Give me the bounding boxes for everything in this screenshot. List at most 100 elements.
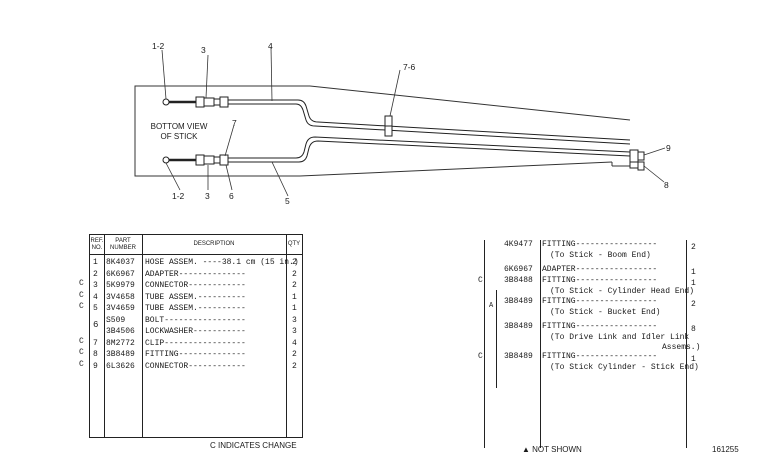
cell-qty: 2 bbox=[292, 350, 297, 359]
cell-part-number: 8M2772 bbox=[106, 338, 135, 348]
parts-table-left: REF. NO. PART NUMBER DESCRIPTION QTY 1 8K… bbox=[89, 234, 303, 438]
cell-description: CONNECTOR------------ bbox=[145, 361, 246, 371]
cell-part-number: 3B8489 bbox=[504, 322, 533, 331]
cell-qty: 1 bbox=[292, 304, 297, 313]
cell-ref: 3 bbox=[93, 281, 98, 290]
hydraulic-lines-diagram bbox=[134, 46, 666, 197]
table-row: 3B4506 LOCKWASHER----------- 3 bbox=[90, 326, 302, 337]
not-shown-mark: A bbox=[489, 302, 494, 310]
upper-hose-assembly bbox=[162, 96, 229, 108]
cell-qty: 4 bbox=[292, 338, 297, 348]
cell-description: FITTING----------------- bbox=[542, 240, 658, 249]
header-qty: QTY bbox=[286, 235, 302, 255]
cell-qty: 2 bbox=[292, 361, 297, 371]
change-mark: C bbox=[79, 279, 84, 288]
cell-qty: 2 bbox=[292, 281, 297, 290]
cell-description: LOCKWASHER----------- bbox=[145, 327, 246, 336]
callout-7: 7 bbox=[232, 118, 237, 128]
change-mark: C bbox=[79, 336, 84, 346]
view-label: BOTTOM VIEW OF STICK bbox=[146, 122, 212, 142]
cell-description: TUBE ASSEM.---------- bbox=[145, 304, 246, 313]
cell-description-note: (To Stick - Boom End) bbox=[550, 251, 651, 260]
view-label-line1: BOTTOM VIEW bbox=[150, 122, 208, 131]
cell-description-note: (To Stick - Cylinder Head End) bbox=[550, 287, 695, 296]
cell-description: CONNECTOR------------ bbox=[145, 281, 246, 290]
callout-5: 5 bbox=[285, 196, 290, 206]
stick-outline bbox=[134, 85, 632, 177]
cell-part-number: 3B8488 bbox=[504, 276, 533, 285]
header-part-number: PART NUMBER bbox=[104, 235, 142, 255]
cell-description: ADAPTER-------------- bbox=[145, 269, 246, 279]
cell-part-number: 6K6967 bbox=[504, 265, 533, 274]
table-row: 3 5K9979 CONNECTOR------------ 2 bbox=[90, 280, 302, 291]
cell-description-note: (To Stick Cylinder - Stick End) bbox=[550, 363, 699, 372]
column-divider bbox=[540, 240, 541, 448]
cell-description: HOSE ASSEM. ----38.1 cm (15 in.) bbox=[145, 258, 299, 267]
cell-part-number: 5K9979 bbox=[106, 281, 135, 290]
cell-description: CLIP----------------- bbox=[145, 338, 246, 348]
column-divider bbox=[484, 240, 485, 448]
cell-part-number: S509 bbox=[106, 315, 126, 325]
cell-description: FITTING----------------- bbox=[542, 276, 658, 285]
change-mark: C bbox=[79, 348, 84, 357]
cell-description: ADAPTER----------------- bbox=[542, 265, 658, 274]
cell-description: FITTING-------------- bbox=[145, 350, 246, 359]
end-fittings bbox=[629, 149, 645, 171]
cell-ref: 7 bbox=[93, 338, 98, 348]
cell-part-number: 6L3626 bbox=[106, 361, 135, 371]
cell-qty: 8 bbox=[691, 325, 696, 334]
cell-description: BOLT----------------- bbox=[145, 315, 246, 325]
cell-part-number: 3B4506 bbox=[106, 327, 135, 336]
cell-part-number: 3B8489 bbox=[504, 352, 533, 361]
tube-assembly-upper bbox=[228, 99, 631, 145]
cell-qty: 2 bbox=[292, 258, 297, 267]
callout-4: 4 bbox=[268, 41, 273, 51]
cell-part-number: 3V4658 bbox=[106, 292, 135, 302]
change-mark: C bbox=[79, 290, 84, 300]
ref-6: 6 bbox=[93, 320, 99, 330]
cell-description: FITTING----------------- bbox=[542, 352, 658, 361]
cell-part-number: 6K6967 bbox=[106, 269, 135, 279]
cell-ref: 1 bbox=[93, 258, 98, 267]
table-row: 1 8K4037 HOSE ASSEM. ----38.1 cm (15 in.)2 bbox=[90, 257, 302, 268]
cell-qty: 2 bbox=[292, 269, 297, 279]
cell-part-number: 8K4037 bbox=[106, 258, 135, 267]
change-mark: C bbox=[79, 302, 84, 311]
callout-3-top: 3 bbox=[201, 45, 206, 55]
cell-ref: 8 bbox=[93, 350, 98, 359]
callout-1-2-bottom: 1-2 bbox=[172, 191, 185, 201]
figure-number: 161255 bbox=[712, 445, 739, 454]
cell-ref: 5 bbox=[93, 304, 98, 313]
table-row: 7 8M2772 CLIP----------------- 4 bbox=[90, 338, 302, 349]
cell-qty: 1 bbox=[691, 355, 696, 364]
cell-description-note: (To Stick - Bucket End) bbox=[550, 308, 661, 317]
view-label-line2: OF STICK bbox=[160, 132, 198, 141]
callout-6: 6 bbox=[229, 191, 234, 201]
header-description: DESCRIPTION bbox=[142, 235, 286, 255]
cell-ref: 2 bbox=[93, 269, 98, 279]
change-mark: C bbox=[79, 359, 84, 369]
not-shown-note: ▲ NOT SHOWN bbox=[522, 445, 582, 454]
cell-part-number: 3V4659 bbox=[106, 304, 135, 313]
cell-description: FITTING----------------- bbox=[542, 297, 658, 306]
header-ref-no: REF. NO. bbox=[90, 235, 104, 255]
cell-description: FITTING----------------- bbox=[542, 322, 658, 331]
cell-qty: 1 bbox=[691, 268, 696, 277]
callout-1-2-top: 1-2 bbox=[152, 41, 165, 51]
cell-qty: 3 bbox=[292, 327, 297, 336]
callout-7-6: 7-6 bbox=[403, 62, 416, 72]
callout-leaders bbox=[161, 46, 666, 197]
callout-9: 9 bbox=[666, 143, 671, 153]
cell-qty: 1 bbox=[691, 279, 696, 288]
cell-ref: 4 bbox=[93, 292, 98, 302]
cell-part-number: 4K9477 bbox=[504, 240, 533, 249]
callout-8: 8 bbox=[664, 180, 669, 190]
column-divider bbox=[686, 240, 687, 448]
column-divider bbox=[286, 235, 287, 437]
callout-3-bottom: 3 bbox=[205, 191, 210, 201]
cell-qty: 2 bbox=[691, 243, 696, 252]
